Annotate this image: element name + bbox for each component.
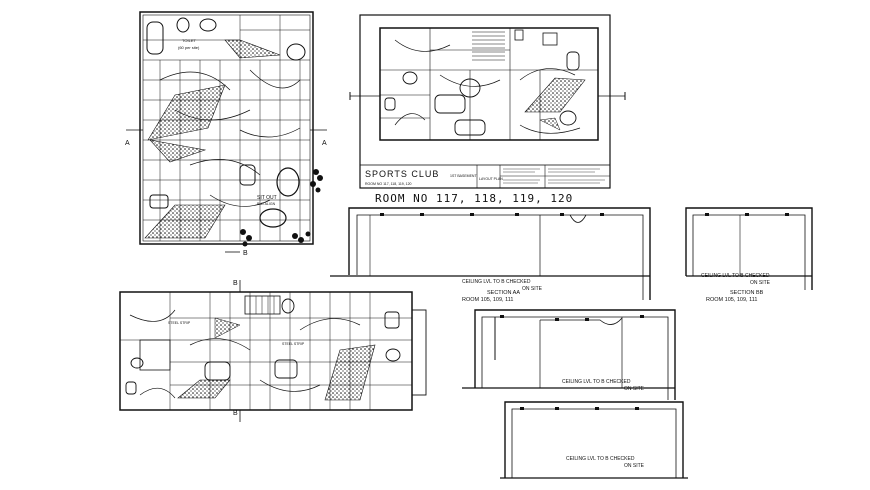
ceiling-lights bbox=[380, 213, 604, 216]
plan-2-outline bbox=[379, 27, 599, 141]
washbasin-icon bbox=[130, 357, 144, 369]
ceiling-note: CEILING LVL TO B CHECKED bbox=[462, 279, 531, 285]
onsite-note: ON SITE bbox=[750, 280, 771, 286]
ceiling-lights bbox=[705, 213, 789, 216]
section-4: CEILING LVL TO B CHECKED ON SITE bbox=[500, 401, 688, 479]
section-3: CEILING LVL TO B CHECKED ON SITE bbox=[462, 309, 676, 400]
bathtub-icon bbox=[274, 359, 298, 379]
layout-plan-label: LAYOUT PLAN bbox=[479, 177, 503, 181]
hatch-area bbox=[144, 204, 226, 239]
title-block-notes bbox=[503, 168, 605, 184]
section-marker-b: B bbox=[233, 410, 238, 417]
hatch-area bbox=[539, 117, 561, 131]
sitout-circle bbox=[276, 167, 300, 197]
bathtub-icon bbox=[204, 361, 231, 381]
room-number-banner: ROOM NO 117, 118, 119, 120 bbox=[375, 192, 573, 205]
project-title: SPORTS CLUB bbox=[365, 169, 439, 179]
wiring-arcs bbox=[394, 39, 581, 134]
sitout-circle bbox=[559, 110, 577, 126]
hatch-area bbox=[214, 317, 241, 339]
section-rooms: ROOM 105, 109, 111 bbox=[706, 297, 757, 303]
toilet-size: (60 per site) bbox=[178, 45, 200, 50]
sheet-border bbox=[359, 14, 611, 189]
ceiling-lights bbox=[500, 315, 644, 321]
title-block bbox=[359, 164, 611, 189]
hatch-area bbox=[324, 344, 376, 401]
hatch-area bbox=[149, 139, 207, 163]
onsite-note: ON SITE bbox=[624, 386, 645, 392]
hatch-area bbox=[147, 84, 226, 141]
sitout-table bbox=[259, 208, 287, 228]
wc-icon bbox=[176, 17, 190, 33]
steel-strip-label: STEEL STRIP bbox=[168, 321, 191, 325]
sitout-label: SIT OUT bbox=[257, 195, 277, 201]
section-aa: CEILING LVL TO B CHECKED ON SITE SECTION… bbox=[330, 207, 651, 303]
stair-icon bbox=[244, 295, 281, 315]
stair-icon bbox=[472, 31, 505, 61]
ceiling-lights bbox=[520, 407, 639, 410]
sitout-sub: BLD ALIGN bbox=[257, 202, 276, 206]
fixture-icon bbox=[384, 311, 400, 329]
ceiling-note: CEILING LVL TO B CHECKED bbox=[562, 379, 631, 385]
section-marker-a: A bbox=[322, 140, 327, 147]
bathtub-icon bbox=[434, 94, 466, 114]
bench-icon bbox=[149, 194, 169, 209]
wc-icon bbox=[125, 381, 137, 395]
balcony bbox=[411, 309, 427, 396]
plan-2-title-sheet: SPORTS CLUB 1ST BASEMENT ROOM NO 117, 11… bbox=[349, 14, 626, 189]
toilet-label: TOILET bbox=[182, 38, 196, 43]
ceiling-note: CEILING LVL TO B CHECKED bbox=[701, 273, 770, 279]
bench-icon bbox=[239, 164, 256, 186]
bench-icon bbox=[566, 51, 580, 71]
washbasin-icon bbox=[402, 71, 418, 85]
bathtub-icon bbox=[454, 119, 486, 136]
fixture-icon bbox=[542, 32, 558, 46]
wiring-arcs bbox=[159, 69, 301, 207]
section-name: SECTION BB bbox=[730, 290, 764, 296]
section-bb: CEILING LVL TO B CHECKED ON SITE SECTION… bbox=[685, 207, 813, 303]
steel-strip-label: STEEL STRIP bbox=[282, 342, 305, 346]
project-subtitle: 1ST BASEMENT bbox=[450, 174, 477, 178]
onsite-note: ON SITE bbox=[624, 463, 645, 469]
section-marker-a: A bbox=[125, 140, 130, 147]
hatch-area bbox=[224, 39, 281, 59]
section-marker-b: B bbox=[243, 250, 248, 257]
plan-3: B B STEEL STRIP STEEL STRIP bbox=[119, 280, 427, 422]
plan-1-outline bbox=[139, 11, 314, 245]
section-rooms: ROOM 105, 109, 111 bbox=[462, 297, 513, 303]
washbasin-icon bbox=[286, 43, 306, 61]
hatch-area bbox=[524, 77, 586, 113]
title-room-no: ROOM NO 117, 118, 119, 120 bbox=[365, 182, 412, 186]
hatch-area bbox=[177, 379, 231, 399]
washbasin-icon bbox=[199, 18, 217, 32]
wc-icon bbox=[384, 97, 396, 111]
plant-icon bbox=[240, 169, 323, 247]
bathtub-icon bbox=[146, 21, 164, 55]
ceiling-note: CEILING LVL TO B CHECKED bbox=[566, 456, 635, 462]
wiring-arcs bbox=[129, 309, 361, 399]
plan-1: A A B TOILET (60 per site) SIT OUT BLD A… bbox=[125, 11, 327, 257]
section-name: SECTION AA bbox=[487, 290, 520, 296]
section-marker-b: B bbox=[233, 280, 238, 287]
onsite-note: ON SITE bbox=[522, 286, 543, 292]
